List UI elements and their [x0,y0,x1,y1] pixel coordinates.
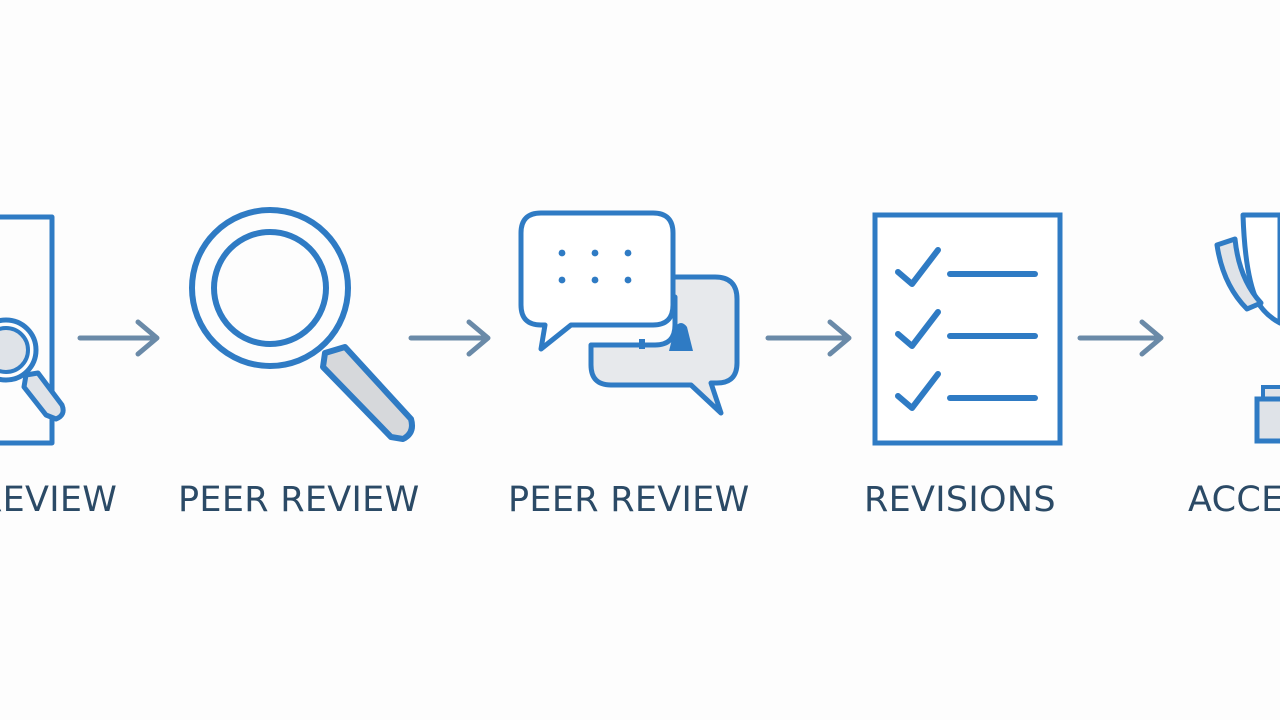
step-label-2: PEER REVIEW [178,480,420,520]
step-label-1: REVIEW [0,480,118,520]
trophy-icon [1214,212,1280,444]
chat-bubbles-icon [518,210,740,416]
arrow-2 [408,319,491,357]
arrow-1 [77,319,160,357]
checklist-icon [872,212,1063,446]
step-label-4: REVISIONS [864,480,1056,520]
step-label-3: PEER REVIEW [508,480,750,520]
document-magnifier-icon [0,214,66,446]
step-label-5: ACCE [1188,480,1280,520]
arrow-4 [1077,319,1164,357]
magnifying-glass-icon [189,207,415,442]
arrow-3 [765,319,852,357]
